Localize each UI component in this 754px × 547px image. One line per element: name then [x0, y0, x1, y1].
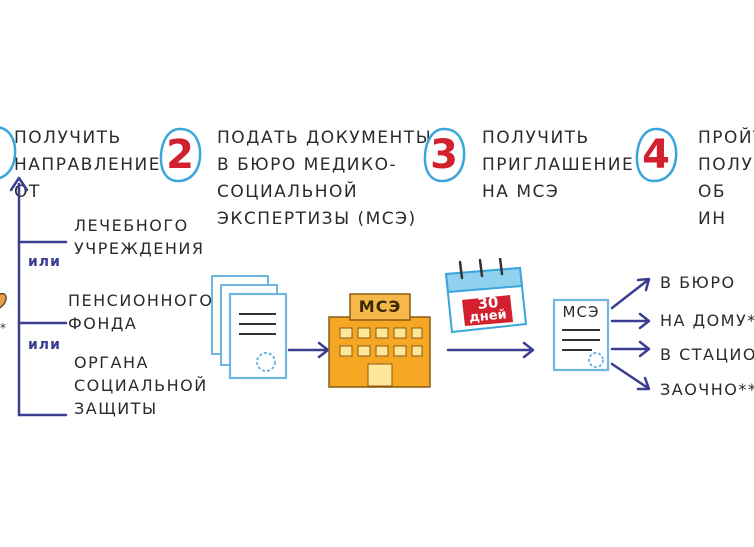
mse-building-icon	[328, 293, 431, 388]
step-3-badge: 3	[421, 126, 467, 184]
invitation-document-label: МСЭ	[562, 303, 600, 321]
step-2-badge: 2	[157, 126, 203, 184]
source-tree-lines	[9, 176, 68, 417]
source-social: органа социальной защиты	[74, 353, 208, 418]
arrow-to-building	[287, 341, 330, 359]
step-4-number: 4	[642, 132, 670, 178]
connector-or-1: или	[28, 254, 61, 270]
outcome-bureau: в бюро	[660, 273, 736, 292]
building-sign: МСЭ	[358, 297, 402, 316]
outcome-remote: заочно**	[660, 380, 754, 399]
source-medical: лечебного учреждения	[74, 216, 205, 258]
step-2-number: 2	[166, 132, 194, 178]
calendar-icon	[444, 258, 528, 334]
step-1-text: получить направление от	[14, 128, 162, 202]
step-3-text: получить приглашение на МСЭ	[482, 128, 635, 202]
step-4-text: пройт получ об ин	[698, 128, 754, 229]
left-edge-illustration: *	[0, 292, 7, 335]
step-3-number: 3	[430, 132, 458, 178]
source-pension: пенсионного фонда	[68, 291, 214, 333]
outcome-hospital: в стацион	[660, 345, 754, 364]
svg-text:*: *	[0, 321, 6, 335]
outcome-arrows	[610, 277, 651, 391]
invitation-document-icon	[552, 298, 610, 372]
arrow-to-invitation	[446, 341, 535, 359]
step-2-text: подать документы в бюро медико- социальн…	[217, 128, 433, 229]
documents-stack-icon	[211, 275, 288, 380]
step-1-badge	[0, 124, 18, 182]
outcome-home: на дому*	[660, 311, 754, 330]
step-4-badge: 4	[633, 126, 679, 184]
connector-or-2: или	[28, 337, 61, 353]
